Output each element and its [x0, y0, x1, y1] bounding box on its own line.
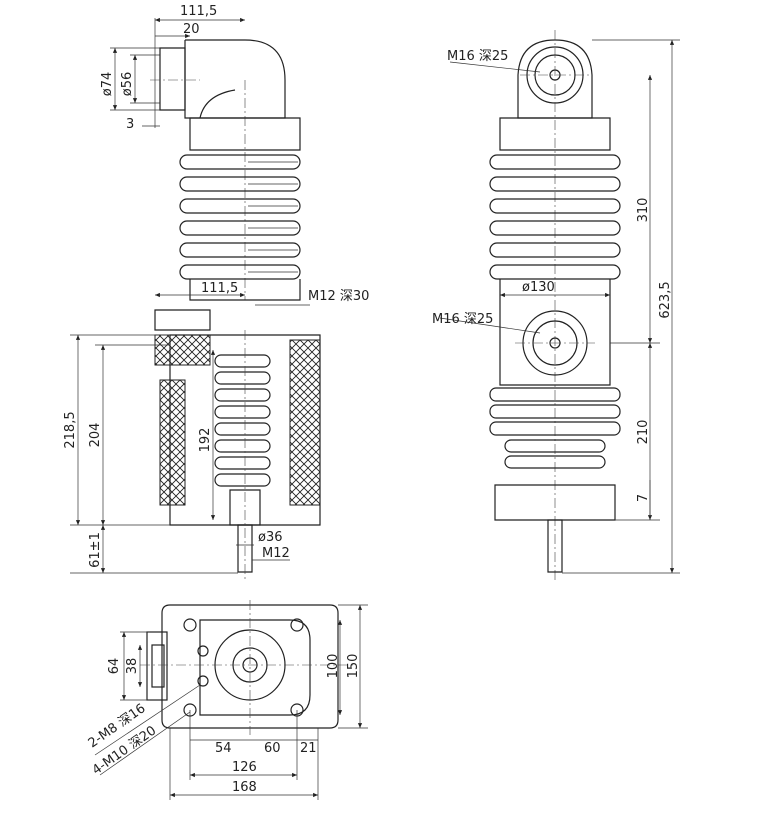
dim-phi56: ø56: [120, 72, 135, 97]
dim-phi130: ø130: [522, 280, 555, 295]
side-view: [439, 30, 680, 580]
dim-mid-width: 111,5: [201, 281, 238, 296]
dim-d100: 100: [326, 654, 341, 679]
inner-sheds: [214, 354, 271, 487]
dim-flange: 3: [126, 117, 134, 132]
dim-d54: 54: [215, 741, 232, 756]
dim-d64: 64: [107, 658, 122, 675]
dim-top-thread: M16 深25: [447, 49, 508, 64]
dim-h218: 218,5: [63, 411, 78, 448]
dim-d21: 21: [300, 741, 317, 756]
dim-mid-thread: M16 深25: [432, 312, 493, 327]
dim-h310: 310: [636, 198, 651, 223]
dim-top-width: 111,5: [180, 4, 217, 19]
dim-d126: 126: [232, 760, 257, 775]
dim-d150: 150: [346, 654, 361, 679]
dim-d168: 168: [232, 780, 257, 795]
dim-thread-m12-deep30: M12 深30: [308, 289, 369, 304]
dim-phi74: ø74: [100, 72, 115, 97]
bottom-view: [94, 600, 368, 800]
dim-h204: 204: [88, 423, 103, 448]
front-view: [70, 17, 321, 580]
dim-h623: 623,5: [658, 281, 673, 318]
dim-phi36: ø36: [258, 530, 283, 545]
dim-top-offset: 20: [183, 22, 200, 37]
dim-d38: 38: [125, 658, 140, 675]
dim-m12: M12: [262, 546, 290, 561]
upper-sheds: [179, 154, 301, 280]
dim-h192: 192: [198, 428, 213, 453]
side-upper-sheds: [489, 154, 621, 280]
side-lower-sheds: [489, 387, 621, 469]
dim-h61: 61±1: [88, 532, 103, 568]
dim-h210: 210: [636, 420, 651, 445]
dim-d60: 60: [264, 741, 281, 756]
dim-h7: 7: [636, 494, 651, 502]
